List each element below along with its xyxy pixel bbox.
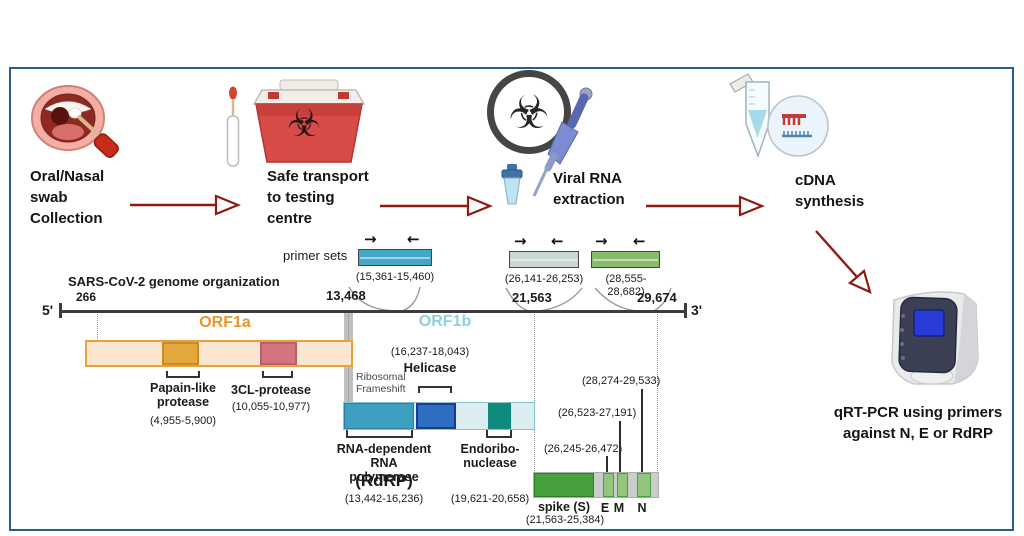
orf1a-bar — [85, 340, 353, 367]
genome-axis-tick-right — [684, 303, 687, 318]
coord-13468: 13,468 — [326, 288, 366, 303]
rdrp-bracket — [346, 430, 413, 438]
mouth-swab-icon — [31, 85, 119, 158]
rdrp-abbr: (RdRP) — [355, 471, 413, 490]
five-prime-label: 5' — [42, 302, 54, 318]
genome-title: SARS-CoV-2 genome organization — [68, 274, 280, 289]
workflow-arrow-icon — [130, 194, 872, 294]
m-gene-letter: M — [613, 501, 625, 515]
primer-box-n — [591, 251, 660, 268]
step-label-rna-extraction: Viral RNA extraction — [553, 170, 625, 208]
primer-range-n: (28,555-28,682) — [605, 273, 647, 298]
rdrp-label: RNA-dependent RNA polymerase — [336, 442, 432, 484]
forward-primer-arrow-icon: → — [364, 230, 377, 248]
spike-range: (21,563-25,384) — [525, 514, 605, 526]
e-gene-pointer — [606, 456, 608, 487]
forward-primer-arrow-icon: → — [514, 232, 527, 250]
helicase-box — [416, 403, 456, 429]
papain-bracket — [166, 371, 200, 378]
3cl-protease-label: 3CL-protease — [231, 383, 311, 397]
structural-genes-bar — [533, 472, 659, 498]
step-label-swab-collection: Oral/Nasal swab Collection — [30, 168, 105, 227]
orf1b-label: ORF1b — [418, 313, 472, 330]
n-gene-letter: N — [637, 501, 647, 515]
papain-protease-range: (4,955-5,900) — [149, 415, 217, 427]
biohazard-pipette-icon — [501, 87, 593, 205]
swab-icon — [226, 86, 240, 167]
primer-range-em: (26,141-26,253) — [504, 273, 584, 285]
guide-21563 — [534, 314, 535, 471]
reverse-primer-arrow-icon: ← — [407, 230, 420, 248]
guide-29674 — [657, 314, 658, 471]
endonuclease-box — [488, 403, 511, 429]
spike-box — [534, 473, 594, 497]
guide-13468 — [348, 315, 349, 429]
rdrp-box — [344, 403, 414, 429]
papain-protease-box — [162, 342, 199, 365]
genome-axis-line — [60, 310, 686, 313]
helicase-label: Helicase — [403, 360, 457, 375]
orf1a-label: ORF1a — [199, 314, 251, 331]
helicase-bracket — [418, 386, 452, 393]
endonuclease-range: (19,621-20,658) — [450, 493, 530, 505]
three-prime-label: 3' — [691, 302, 703, 318]
coord-21563: 21,563 — [512, 290, 552, 305]
orf1b-bar — [343, 402, 535, 430]
final-step-label-qrt-pcr: qRT-PCR using primers against N, E or Rd… — [833, 404, 1003, 442]
reverse-primer-arrow-icon: ← — [551, 232, 564, 250]
qrt-pcr-machine-icon — [891, 291, 979, 385]
m-gene-pointer — [619, 421, 621, 487]
n-gene-box — [637, 473, 651, 497]
endonuclease-bracket — [486, 430, 512, 438]
guide-266 — [97, 314, 98, 341]
forward-primer-arrow-icon: → — [595, 232, 608, 250]
step-label-cdna-synthesis: cDNA synthesis — [795, 172, 865, 210]
ribosomal-frameshift-label: Ribosomal Frameshift — [356, 371, 406, 395]
rdrp-range: (13,442-16,236) — [344, 493, 424, 505]
endonuclease-label: Endoribo- nuclease — [460, 442, 520, 470]
primer-range-rdrp: (15,361-15,460) — [355, 271, 435, 283]
papain-protease-label: Papain-like protease — [150, 381, 216, 409]
e-gene-letter: E — [600, 501, 610, 515]
3cl-protease-range: (10,055-10,977) — [231, 401, 311, 413]
primer-box-highlight — [360, 256, 430, 259]
3cl-bracket — [262, 371, 293, 378]
e-gene-range: (26,245-26,472) — [544, 443, 623, 455]
biohazard-icon: ☣ — [508, 85, 550, 139]
m-gene-box — [617, 473, 628, 497]
n-gene-pointer — [641, 389, 643, 487]
reverse-primer-arrow-icon: ← — [633, 232, 646, 250]
genome-axis-tick-left — [59, 303, 62, 318]
biohazard-icon: ☣ — [287, 101, 322, 145]
e-gene-box — [603, 473, 614, 497]
primer-sets-label: primer sets — [283, 248, 348, 263]
step-label-safe-transport: Safe transport to testing centre — [267, 168, 369, 227]
spike-label: spike (S) — [537, 500, 591, 514]
coord-266: 266 — [76, 290, 97, 304]
helicase-range: (16,237-18,043) — [390, 346, 470, 358]
n-gene-range: (28,274-29,533) — [582, 375, 661, 387]
biohazard-transport-box-icon — [252, 79, 366, 163]
primer-box-highlight — [593, 258, 658, 261]
primer-box-em — [509, 251, 579, 268]
tube-dna-icon — [729, 73, 829, 159]
primer-box-highlight — [511, 258, 577, 261]
primer-box-rdrp — [358, 249, 432, 266]
m-gene-range: (26,523-27,191) — [558, 407, 637, 419]
3cl-protease-box — [260, 342, 297, 365]
coord-29674: 29,674 — [637, 290, 677, 305]
